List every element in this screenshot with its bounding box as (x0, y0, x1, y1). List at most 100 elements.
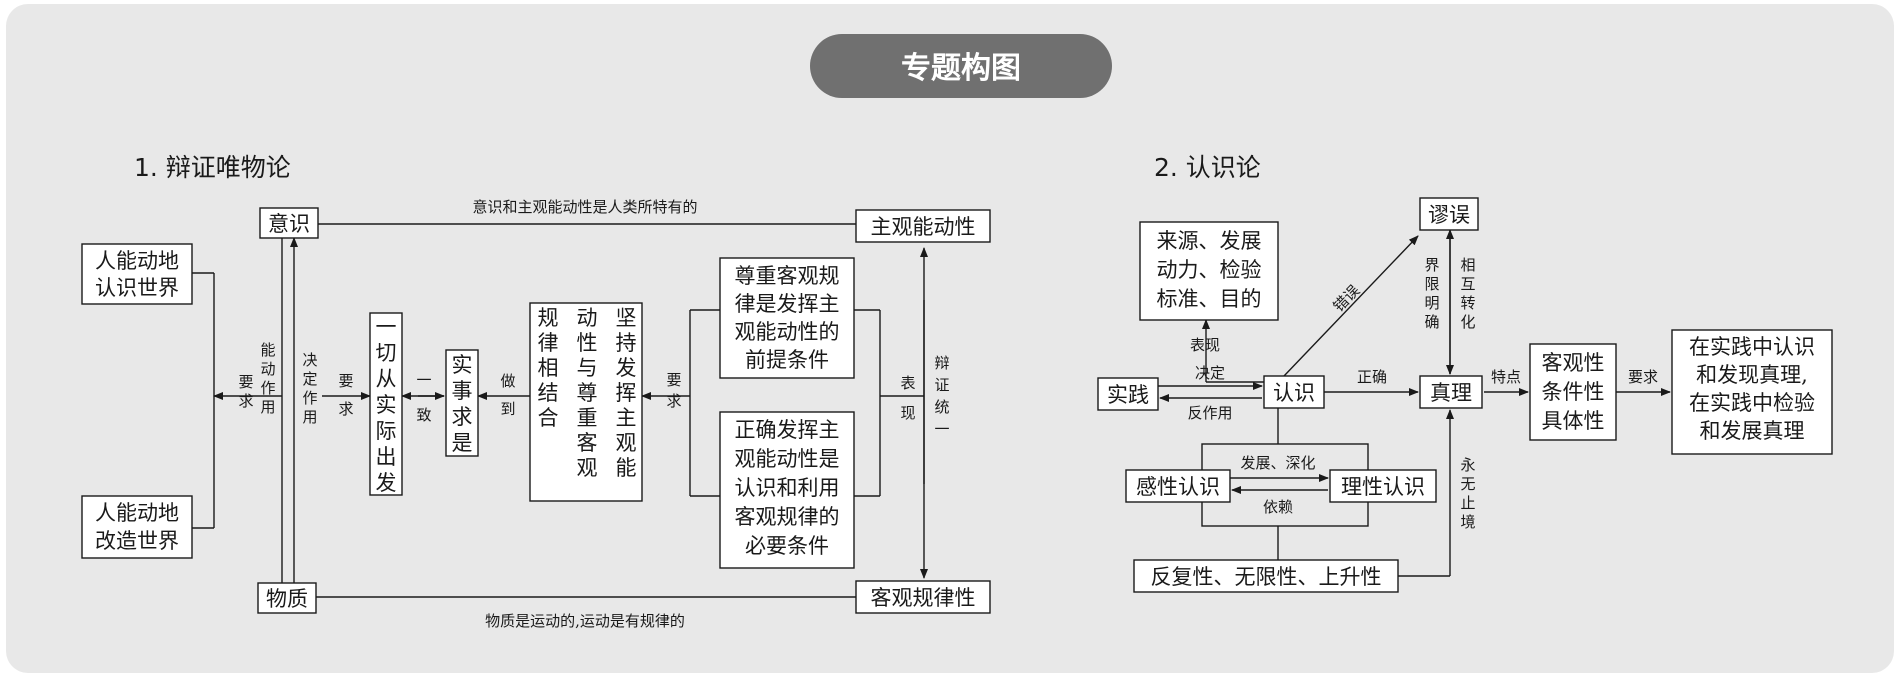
svg-text:在实践中检验: 在实践中检验 (1689, 391, 1815, 415)
box-yiqie: 一 切 从 实 际 出 发 (369, 312, 403, 496)
svg-text:定: 定 (302, 370, 317, 388)
box-jianchi: 坚 持 发 挥 主 观 能 动 性 与 尊 重 客 观 规 律 相 结 合 (529, 302, 643, 502)
svg-text:性: 性 (577, 331, 598, 355)
svg-text:发: 发 (376, 471, 397, 495)
box-shishi: 实 事 求 是 (445, 349, 479, 457)
box-zunzhong: 尊重客观规 律是发挥主 观能动性的 前提条件 (719, 257, 855, 379)
label-bottom-line: 物质是运动的,运动是有规律的 (485, 612, 685, 630)
svg-text:际: 际 (376, 419, 397, 443)
svg-text:要: 要 (666, 371, 681, 389)
svg-text:要: 要 (238, 373, 253, 391)
box-gaizao-world: 人能动地 改造世界 (81, 495, 193, 559)
svg-text:能: 能 (616, 456, 637, 480)
page-title: 专题构图 (901, 51, 1021, 86)
svg-text:主观能动性: 主观能动性 (871, 215, 976, 239)
svg-text:人能动地: 人能动地 (95, 249, 179, 273)
svg-text:明: 明 (1424, 294, 1439, 312)
svg-text:化: 化 (1460, 313, 1475, 331)
section2-heading: 2. 认识论 (1154, 153, 1261, 182)
svg-text:无: 无 (1460, 475, 1475, 493)
svg-text:人能动地: 人能动地 (95, 501, 179, 525)
svg-text:客: 客 (577, 431, 598, 455)
svg-text:界: 界 (1424, 256, 1439, 274)
svg-text:挥: 挥 (616, 381, 637, 405)
svg-text:实: 实 (376, 393, 397, 417)
box-renshi-world: 人能动地 认识世界 (81, 243, 193, 305)
svg-text:求: 求 (452, 405, 473, 429)
svg-text:求: 求 (666, 392, 681, 410)
label-yaoqiu2: 要求 (1628, 368, 1658, 386)
svg-text:切: 切 (376, 341, 397, 365)
svg-text:感性认识: 感性认识 (1136, 475, 1220, 499)
svg-text:限: 限 (1424, 275, 1439, 293)
svg-text:能: 能 (260, 341, 275, 359)
svg-text:求: 求 (238, 392, 253, 410)
label-yaoqiu-left: 要 求 (238, 373, 253, 410)
svg-text:与: 与 (577, 356, 598, 380)
svg-text:谬误: 谬误 (1428, 203, 1470, 227)
svg-text:实践: 实践 (1107, 383, 1149, 407)
svg-text:必要条件: 必要条件 (745, 534, 829, 558)
svg-text:互: 互 (1460, 275, 1475, 293)
label-nengdong: 能 动 作 用 (260, 341, 275, 416)
svg-text:用: 用 (302, 408, 317, 426)
svg-text:观能动性是: 观能动性是 (735, 447, 840, 471)
svg-text:真理: 真理 (1430, 381, 1472, 405)
svg-text:转: 转 (1460, 294, 1475, 312)
svg-text:观能动性的: 观能动性的 (735, 320, 840, 344)
label-yizhi: 一 致 (416, 371, 431, 424)
svg-text:坚: 坚 (616, 306, 637, 330)
box-lixing: 理性认识 (1329, 469, 1437, 503)
box-keguanxing: 客观性 条件性 具体性 (1529, 343, 1617, 441)
panel-background (6, 4, 1894, 673)
svg-text:永: 永 (1460, 456, 1475, 474)
svg-text:结: 结 (538, 381, 559, 405)
svg-text:客观规律性: 客观规律性 (871, 586, 976, 610)
svg-text:意识: 意识 (268, 212, 310, 236)
svg-text:辩: 辩 (934, 354, 949, 372)
label-xianghu: 相 互 转 化 (1460, 256, 1475, 331)
svg-text:事: 事 (452, 379, 473, 403)
box-keguan: 客观规律性 (855, 580, 991, 614)
label-fazhan: 发展、深化 (1240, 454, 1315, 472)
svg-text:律是发挥主: 律是发挥主 (735, 292, 840, 316)
svg-text:反复性、无限性、上升性: 反复性、无限性、上升性 (1151, 565, 1382, 589)
label-top-line: 意识和主观能动性是人类所特有的 (472, 198, 697, 216)
svg-text:观: 观 (616, 431, 637, 455)
svg-text:具体性: 具体性 (1542, 409, 1605, 433)
svg-text:重: 重 (577, 406, 598, 430)
svg-text:认识世界: 认识世界 (95, 276, 179, 300)
svg-text:做: 做 (500, 372, 515, 390)
svg-text:确: 确 (1424, 313, 1439, 331)
svg-text:客观性: 客观性 (1542, 351, 1605, 375)
svg-text:表: 表 (900, 374, 915, 392)
svg-text:条件性: 条件性 (1542, 380, 1605, 404)
box-fanfu: 反复性、无限性、上升性 (1133, 559, 1399, 593)
label-zuodao: 做 到 (500, 372, 515, 418)
section1-heading: 1. 辩证唯物论 (134, 153, 291, 182)
svg-text:到: 到 (500, 400, 515, 418)
box-zhuguan: 主观能动性 (855, 209, 991, 243)
svg-text:尊: 尊 (577, 381, 598, 405)
svg-text:动: 动 (260, 360, 275, 378)
svg-text:止: 止 (1460, 494, 1475, 512)
label-yongwu: 永 无 止 境 (1460, 456, 1475, 531)
svg-text:表现: 表现 (1190, 336, 1220, 354)
label-zhengque: 正确 (1357, 368, 1387, 386)
box-miuwu: 谬误 (1419, 197, 1479, 231)
svg-text:客观规律的: 客观规律的 (735, 505, 840, 529)
label-yaoqiu-mid: 要 求 (338, 372, 353, 418)
label-jiexian: 界 限 明 确 (1424, 256, 1439, 331)
svg-text:物质: 物质 (266, 587, 308, 611)
svg-text:和发展真理: 和发展真理 (1700, 419, 1805, 443)
svg-text:合: 合 (538, 406, 559, 430)
title-badge (810, 34, 1112, 98)
svg-text:理性认识: 理性认识 (1341, 475, 1425, 499)
svg-text:主: 主 (616, 406, 637, 430)
box-wuzhi: 物质 (257, 582, 317, 614)
box-zhengque: 正确发挥主 观能动性是 认识和利用 客观规律的 必要条件 (719, 411, 855, 569)
svg-text:一: 一 (416, 371, 431, 389)
svg-text:一: 一 (934, 420, 949, 438)
svg-text:求: 求 (338, 400, 353, 418)
